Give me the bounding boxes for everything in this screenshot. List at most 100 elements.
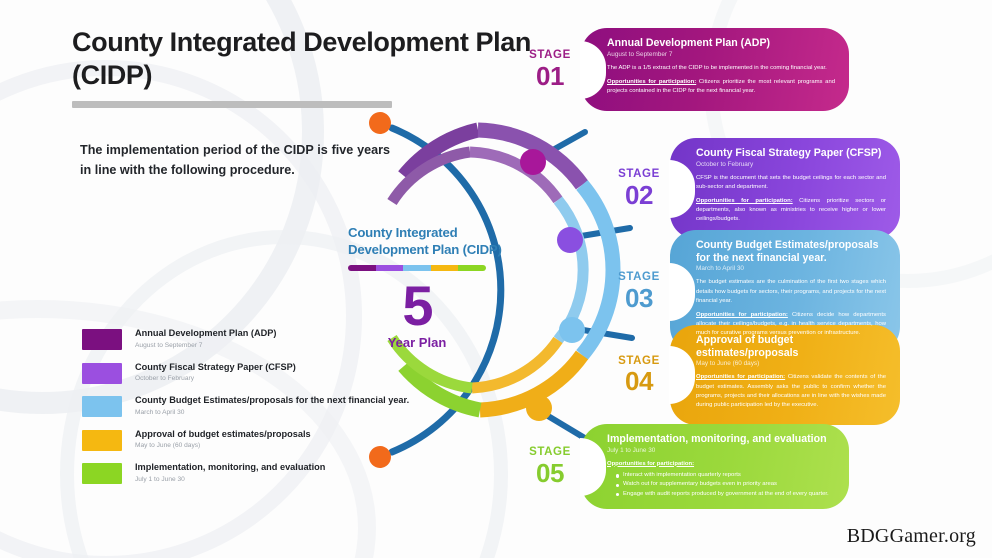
stage-body: CFSP is the document that sets the budge…: [696, 174, 886, 190]
stage-bullet-item: Watch out for supplementary budgets even…: [616, 480, 835, 489]
legend-text: Implementation, monitoring, and evaluati…: [135, 462, 325, 483]
stage-dates: October to February: [696, 160, 754, 168]
stage-card-01[interactable]: STAGE 01 Annual Development Plan (ADP) A…: [519, 28, 849, 112]
stage-participation: Opportunities for participation: Citizen…: [696, 311, 886, 338]
stage-card-body-01: Annual Development Plan (ADP) August to …: [581, 28, 849, 112]
node-stage-1: [520, 149, 546, 175]
stage-dates: July 1 to June 30: [607, 446, 656, 454]
stage-card-body-03: County Budget Estimates/proposals for th…: [670, 230, 900, 354]
participation-label: Opportunities for participation:: [696, 311, 788, 318]
stage-dates: August to September 7: [607, 50, 673, 58]
header: County Integrated Development Plan (CIDP…: [72, 26, 542, 108]
legend-row: County Fiscal Strategy Paper (CFSP) Octob…: [82, 362, 422, 384]
stage-card-02[interactable]: STAGE 02 County Fiscal Strategy Paper (C…: [608, 138, 900, 240]
stage-card-body-02: County Fiscal Strategy Paper (CFSP) Octo…: [670, 138, 900, 240]
legend-label: County Budget Estimates/proposals for th…: [135, 395, 410, 405]
center-bar-segment: [430, 264, 459, 271]
outer-ring-segments: [398, 122, 621, 418]
stage-bullet-item: Engage with audit reports produced by go…: [616, 490, 835, 499]
participation-label: Opportunities for participation:: [696, 374, 786, 381]
legend-dates: July 1 to June 30: [135, 475, 185, 483]
legend-label: Implementation, monitoring, and evaluati…: [135, 462, 326, 472]
central-ring-diagram: County Integrated Development Plan (CIDP…: [330, 110, 660, 470]
legend-swatch: [82, 362, 122, 384]
stage-number: 01: [536, 60, 564, 91]
ring-svg: [369, 112, 635, 468]
stage-participation: Opportunities for participation: Citizen…: [696, 373, 886, 410]
stage-card-body-04: Approval of budget estimates/proposals M…: [670, 325, 900, 425]
stage-number: 02: [625, 179, 653, 210]
legend-label: Annual Development Plan (ADP): [135, 328, 277, 338]
stage-word: STAGE: [529, 446, 571, 459]
watermark: BDGGamer.org: [846, 525, 976, 547]
stage-word: STAGE: [618, 354, 660, 367]
center-bar-segment: [348, 264, 376, 271]
legend-row: Annual Development Plan (ADP) August to S…: [82, 328, 422, 350]
stage-body: The ADP is a 1/5 extract of the CIDP to …: [607, 64, 827, 71]
stage-badge-02: STAGE 02: [608, 169, 670, 208]
node-stage-3: [559, 317, 585, 343]
legend-row: County Budget Estimates/proposals for th…: [82, 395, 422, 417]
stage-badge-01: STAGE 01: [519, 50, 581, 89]
legend-text: County Budget Estimates/proposals for th…: [135, 395, 409, 416]
legend-label: Approval of budget estimates/proposals: [135, 428, 311, 439]
participation-body: Citizens prioritize the most relevant pr…: [607, 78, 835, 94]
participation-label: Opportunities for participation:: [607, 460, 695, 467]
stage-dates: May to June (60 days): [696, 360, 760, 368]
stage-dates: March to April 30: [696, 265, 744, 273]
node-stage-2: [557, 227, 583, 253]
title-underline-rule: [72, 100, 392, 108]
legend-label: County Fiscal Strategy Paper (CFSP): [135, 361, 296, 372]
intro-paragraph: The implementation period of the CIDP is…: [80, 143, 390, 178]
stage-participation: Opportunities for participation:: [607, 460, 835, 469]
legend-swatch: [82, 396, 122, 417]
center-bar-segment: [403, 264, 431, 271]
center-label-group: County Integrated Development Plan (CIDP…: [348, 225, 508, 350]
legend-text: County Fiscal Strategy Paper (CFSP) Octob…: [135, 362, 296, 383]
stage-word: STAGE: [618, 271, 660, 284]
legend-row: Implementation, monitoring, and evaluati…: [82, 462, 422, 484]
legend-dates: October to February: [135, 375, 195, 382]
stage-participation: Opportunities for participation: Citizen…: [696, 197, 886, 224]
stage-card-03[interactable]: STAGE 03 County Budget Estimates/proposa…: [608, 230, 900, 354]
legend-swatch: [82, 429, 122, 451]
stage-bullet-list: Interact with implementation quarterly r…: [607, 471, 835, 499]
stage-number: 04: [625, 366, 653, 397]
legend-dates: May to June (60 days): [135, 442, 201, 449]
stage-participation: Opportunities for participation: Citizen…: [607, 78, 835, 96]
node-start: [369, 112, 391, 134]
node-end: [369, 446, 391, 468]
legend-text: Annual Development Plan (ADP) August to S…: [135, 328, 276, 349]
stage-word: STAGE: [529, 49, 571, 62]
stage-word: STAGE: [618, 168, 660, 181]
center-bar-segment: [375, 264, 404, 271]
center-color-bar: [348, 264, 486, 271]
center-number: 5: [402, 273, 433, 337]
stage-number: 05: [536, 457, 564, 488]
center-bar-segment: [458, 264, 486, 271]
legend-swatch: [82, 329, 122, 350]
stage-badge-03: STAGE 03: [608, 272, 670, 311]
participation-label: Opportunities for participation:: [696, 197, 793, 204]
center-title: County Integrated Development Plan (CIDP…: [348, 225, 502, 257]
stage-card-04[interactable]: STAGE 04 Approval of budget estimates/pr…: [608, 325, 900, 425]
stage-heading: County Budget Estimates/proposals for th…: [696, 239, 879, 264]
center-subtitle: Year Plan: [387, 335, 447, 351]
stage-card-05[interactable]: STAGE 05 Implementation, monitoring, and…: [519, 424, 849, 510]
stage-heading: County Fiscal Strategy Paper (CFSP): [696, 147, 882, 159]
stage-body: The budget estimates are the culmination…: [696, 279, 886, 304]
legend-dates: March to April 30: [135, 408, 185, 416]
stage-heading: Approval of budget estimates/proposals: [696, 334, 799, 359]
stage-badge-05: STAGE 05: [519, 447, 581, 486]
stage-number: 03: [625, 282, 653, 313]
stage-bullet-item: Interact with implementation quarterly r…: [616, 471, 835, 480]
participation-body: Citizens validate the contents of the bu…: [696, 374, 886, 408]
legend-swatch: [82, 463, 122, 484]
stage-badge-04: STAGE 04: [608, 354, 670, 397]
stage-heading: Annual Development Plan (ADP): [607, 37, 771, 49]
stage-heading: Implementation, monitoring, and evaluati…: [607, 433, 827, 445]
legend-dates: August to September 7: [135, 341, 203, 349]
